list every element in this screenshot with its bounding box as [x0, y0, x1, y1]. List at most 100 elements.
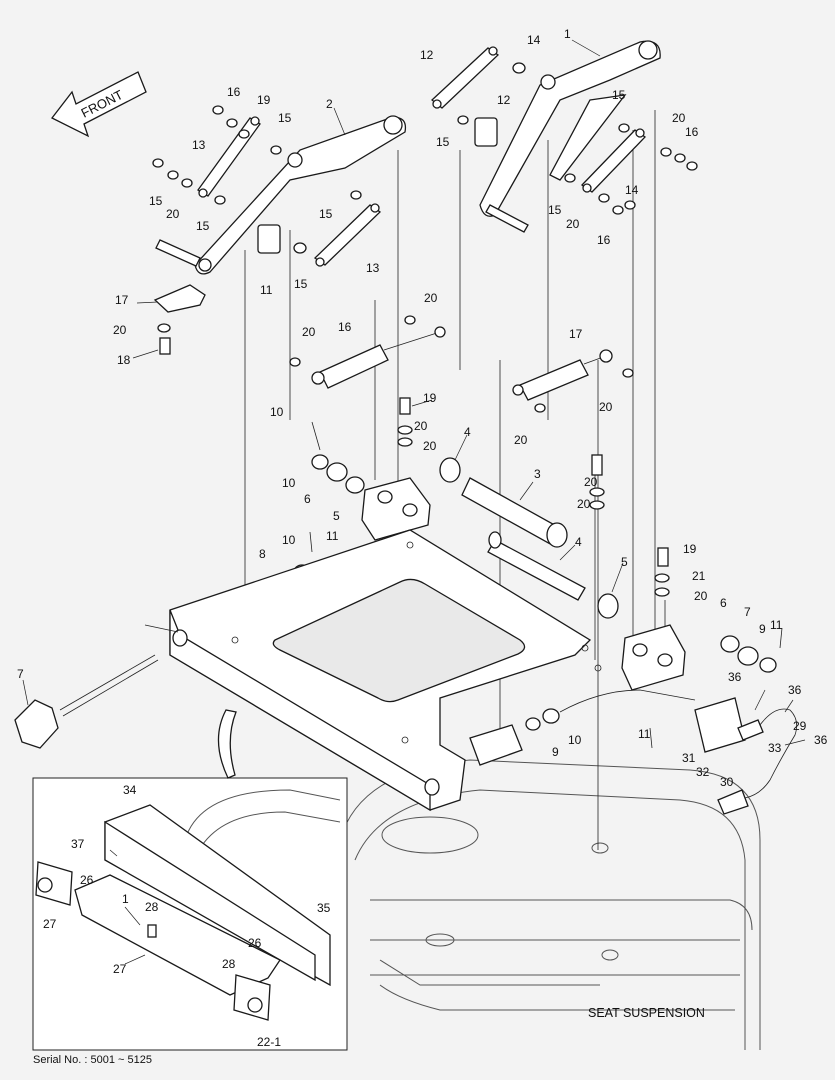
seat-cushion-outline: [339, 759, 761, 1050]
link-14-right: [581, 128, 646, 193]
callout-16: 16: [597, 233, 611, 247]
callout-5: 5: [333, 509, 340, 523]
scissor-arm-2: [479, 40, 661, 233]
callout-15: 15: [294, 277, 308, 291]
pivot-mounts: [219, 477, 686, 766]
callout-11: 11: [326, 529, 339, 543]
callout-17: 17: [569, 327, 583, 341]
callout-1: 1: [564, 27, 571, 41]
callout-30: 30: [720, 775, 734, 789]
callout-20: 20: [166, 207, 180, 221]
callout-2: 2: [326, 97, 333, 111]
callout-20: 20: [423, 439, 437, 453]
callout-13: 13: [366, 261, 380, 275]
bracket-12-right: [474, 117, 498, 147]
callout-3: 3: [534, 467, 541, 481]
callout-36: 36: [814, 733, 828, 747]
damper-17-left: [311, 326, 446, 389]
link-14-left: [197, 116, 261, 198]
callout-label-group: 1234455667789910101010111111111212131314…: [0, 0, 828, 1049]
callout-13: 13: [192, 138, 206, 152]
callout-14: 14: [625, 183, 639, 197]
callout-20: 20: [414, 419, 428, 433]
callout-14: 14: [527, 33, 541, 47]
callout-22: 22: [0, 0, 14, 3]
callout-20: 20: [424, 291, 438, 305]
callout-20: 20: [514, 433, 528, 447]
callout-20: 20: [113, 323, 127, 337]
callout-20: 20: [302, 325, 316, 339]
callout-32: 32: [696, 765, 710, 779]
callout-10: 10: [282, 533, 296, 547]
callout-11: 11: [770, 618, 783, 632]
callout-26: 26: [248, 936, 262, 950]
callout-36: 36: [788, 683, 802, 697]
callout-15: 15: [149, 194, 163, 208]
link-13-left: [313, 203, 382, 267]
detail-inset: [32, 709, 348, 1051]
callout-22-1: 22-1: [257, 1035, 281, 1049]
callout-6: 6: [304, 492, 311, 506]
callout-15: 15: [278, 111, 292, 125]
callout-21: 21: [692, 569, 706, 583]
callout-36: 36: [728, 670, 742, 684]
bracket-12-left: [257, 224, 281, 254]
scissor-arm-3: [155, 115, 407, 275]
callout-7: 7: [17, 667, 24, 681]
callout-labels: 1 1: [0, 0, 571, 41]
serial-number: Serial No. : 5001 ~ 5125: [33, 1054, 152, 1066]
switch-plate-29: [694, 697, 806, 815]
callout-16: 16: [685, 125, 699, 139]
leader-lines: [22, 39, 794, 965]
callout-11: 11: [638, 727, 651, 741]
callout-35: 35: [317, 901, 331, 915]
callout-20: 20: [577, 497, 591, 511]
callout-27: 27: [43, 917, 57, 931]
callout-11: 11: [260, 283, 273, 297]
callout-9: 9: [552, 745, 559, 759]
callout-5: 5: [621, 555, 628, 569]
callout-12: 12: [420, 48, 434, 62]
callout-19: 19: [423, 391, 437, 405]
callout-37: 37: [71, 837, 85, 851]
callout-15: 15: [436, 135, 450, 149]
diagram-title: SEAT SUSPENSION: [588, 1006, 705, 1020]
callout-20: 20: [694, 589, 708, 603]
callout-34: 34: [123, 783, 137, 797]
link-13-right: [431, 46, 500, 109]
pin-4-lower: [487, 531, 586, 601]
callout-20: 20: [566, 217, 580, 231]
callout-23: 23: [0, 0, 14, 3]
callout-33: 33: [768, 741, 782, 755]
callout-10: 10: [282, 476, 296, 490]
callout-24: 24: [0, 0, 14, 3]
callout-15: 15: [612, 88, 626, 102]
callout-4: 4: [464, 425, 471, 439]
adjust-knob-8: [14, 654, 159, 749]
callout-26: 26: [80, 873, 94, 887]
callout-19: 19: [257, 93, 271, 107]
base-frame-1: [169, 529, 602, 812]
bracket-18: [153, 284, 206, 313]
front-arrow: FRONT: [51, 71, 147, 138]
callout-27: 27: [113, 962, 127, 976]
callout-15: 15: [548, 203, 562, 217]
callout-6: 6: [720, 596, 727, 610]
callout-16: 16: [338, 320, 352, 334]
callout-20: 20: [584, 475, 598, 489]
callout-4: 4: [575, 535, 582, 549]
callout-29: 29: [793, 719, 807, 733]
small-hardware: [152, 62, 783, 749]
callout-18: 18: [117, 353, 131, 367]
callout-28: 28: [145, 900, 159, 914]
callout-10: 10: [568, 733, 582, 747]
callout-20: 20: [672, 111, 686, 125]
damper-17-right: [512, 349, 613, 401]
callout-12: 12: [497, 93, 511, 107]
callout-1: 1: [122, 892, 129, 906]
callout-16: 16: [227, 85, 241, 99]
bolt-19-left: [159, 337, 171, 355]
callout-19: 19: [683, 542, 697, 556]
pin-4-upper: [461, 477, 568, 548]
